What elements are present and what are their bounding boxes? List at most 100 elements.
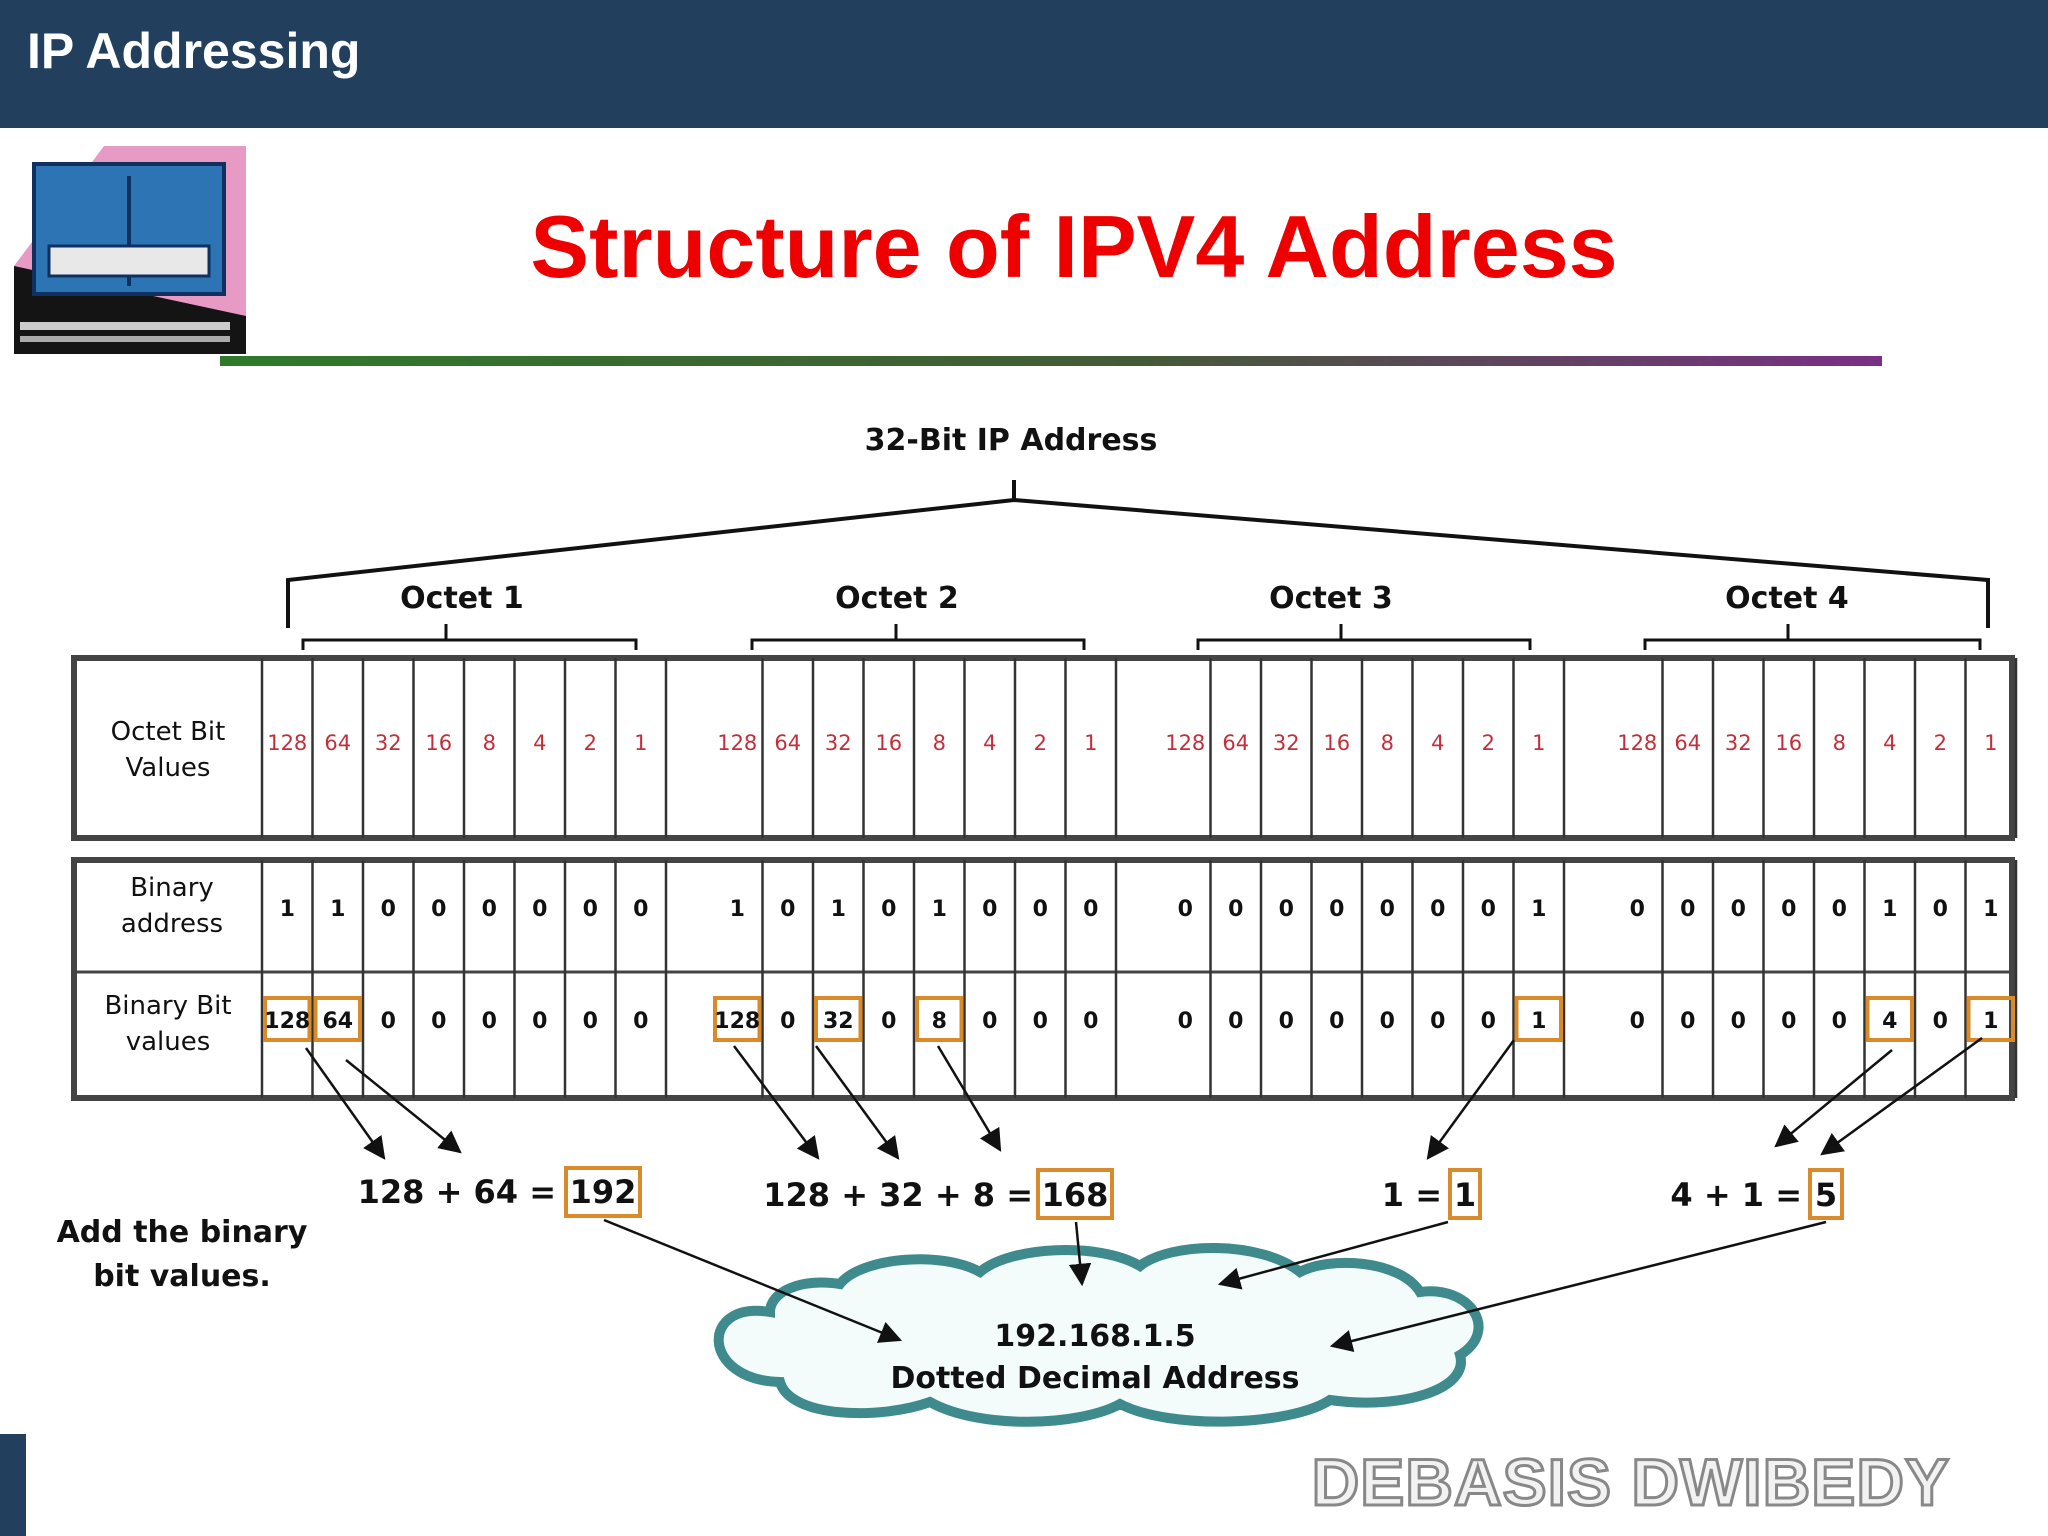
octet-1-binary-2: 1: [330, 897, 345, 922]
octet-1-bit-value-4: 16: [425, 731, 452, 755]
header-title: IP Addressing: [27, 23, 361, 79]
octet-3-bit-bit-value-7: 0: [1481, 1009, 1496, 1034]
octet-2-bit-value-3: 32: [825, 731, 852, 755]
octet-3-bit-value-6: 4: [1431, 731, 1444, 755]
octet-4-highlight-box-6: [1865, 996, 1914, 1042]
octet-2-highlight-box-3: [814, 996, 863, 1042]
octet-2-bit-bit-value-8: 0: [1083, 1009, 1098, 1034]
octet-3-binary-2: 0: [1228, 897, 1243, 922]
bit-cells: 1281128641643200160080040020010012811286…: [263, 731, 2015, 1042]
octet-1-highlight-box-2: [313, 996, 362, 1042]
octet-1-binary-8: 0: [633, 897, 648, 922]
octet-4-binary-1: 0: [1630, 897, 1645, 922]
octet-4-bit-value-2: 64: [1674, 731, 1701, 755]
octet-4-bit-value-7: 2: [1934, 731, 1947, 755]
octet-2-binary-4: 0: [881, 897, 896, 922]
note-line-2: bit values.: [93, 1259, 271, 1294]
octet-3-binary-7: 0: [1481, 897, 1496, 922]
octet-3-binary-1: 0: [1178, 897, 1193, 922]
octet-1-label: Octet 1: [400, 581, 524, 616]
logo: [14, 146, 246, 354]
octet-1-binary-1: 1: [280, 897, 295, 922]
octet-2-bit-bit-value-2: 0: [780, 1009, 795, 1034]
octet-1-binary-4: 0: [431, 897, 446, 922]
octet-1-sum-expr: 128 + 64 =: [358, 1173, 556, 1211]
result-cloud: [713, 1243, 1484, 1427]
octet-3-highlight-box-8: [1514, 996, 1563, 1042]
header-bar: IP Addressing: [0, 0, 2048, 128]
footer-accent-bar: [0, 1434, 26, 1536]
octet-1-binary-5: 0: [482, 897, 497, 922]
octet-2-bit-bit-value-4: 0: [881, 1009, 896, 1034]
octet-4-bit-value-4: 16: [1775, 731, 1802, 755]
octet-1-binary-3: 0: [381, 897, 396, 922]
octet-4-binary-2: 0: [1680, 897, 1695, 922]
octet-4-binary-3: 0: [1731, 897, 1746, 922]
octet-1-highlight-box-1: [263, 996, 312, 1042]
octet-4-sum-expr: 4 + 1 =: [1670, 1176, 1802, 1214]
author-watermark: DEBASIS DWIBEDY: [1310, 1444, 1950, 1521]
octet-2-bit-value-6: 4: [983, 731, 996, 755]
octet-2-binary-3: 1: [831, 897, 846, 922]
octet-2-sum-box: [1036, 1168, 1114, 1220]
octet-4-bit-value-6: 4: [1883, 731, 1896, 755]
octet-3-sum-expr: 1 =: [1382, 1176, 1442, 1214]
octet-3-bit-value-2: 64: [1222, 731, 1249, 755]
octet-3-bit-value-4: 16: [1323, 731, 1350, 755]
octet-2-bit-value-4: 16: [875, 731, 902, 755]
octet-4-bit-bit-value-2: 0: [1680, 1009, 1695, 1034]
octet-2-bit-value-7: 2: [1034, 731, 1047, 755]
octet-3-bit-value-5: 8: [1381, 731, 1394, 755]
row-label-binary-address-2: address: [121, 909, 223, 939]
octet-1-binary-6: 0: [532, 897, 547, 922]
octet-1-bit-bit-value-7: 0: [583, 1009, 598, 1034]
octet-2-bit-bit-value-1: 128: [714, 1009, 760, 1034]
octet-2-highlight-box-5: [915, 996, 964, 1042]
octet-4-bit-bit-value-6: 4: [1882, 1009, 1897, 1034]
row-label-binary-bit-values-2: values: [126, 1027, 211, 1057]
octet-3-sum-box: [1448, 1168, 1482, 1220]
octet-2-binary-8: 0: [1083, 897, 1098, 922]
octet-3-bit-value-8: 1: [1532, 731, 1545, 755]
row-label-octet-bit-values-1: Octet Bit: [111, 717, 226, 747]
octet-2-binary-6: 0: [982, 897, 997, 922]
row-label-binary-address-1: Binary: [130, 873, 214, 903]
octet-3-bit-bit-value-8: 1: [1531, 1009, 1546, 1034]
table-grid: [260, 658, 2018, 1098]
octet-1-sum-result: 192: [570, 1173, 637, 1211]
octet-2-highlight-box-1: [713, 996, 762, 1042]
octet-2-bit-value-2: 64: [774, 731, 801, 755]
octet-2-bit-bit-value-3: 32: [823, 1009, 854, 1034]
octet-1-bit-value-5: 8: [483, 731, 496, 755]
octet-3-label: Octet 3: [1269, 581, 1393, 616]
octet-1-bit-bit-value-8: 0: [633, 1009, 648, 1034]
octet-1-bit-bit-value-4: 0: [431, 1009, 446, 1034]
octet-3-bit-bit-value-4: 0: [1329, 1009, 1344, 1034]
octet-3-binary-8: 1: [1531, 897, 1546, 922]
octet-4-binary-8: 1: [1983, 897, 1998, 922]
octet-3-binary-6: 0: [1430, 897, 1445, 922]
octet-2-binary-2: 0: [780, 897, 795, 922]
octet-4-binary-5: 0: [1832, 897, 1847, 922]
octet-4-binary-4: 0: [1781, 897, 1796, 922]
octet-4-binary-6: 1: [1882, 897, 1897, 922]
octet-3-bit-bit-value-3: 0: [1279, 1009, 1294, 1034]
octet-4-bit-value-3: 32: [1725, 731, 1752, 755]
octet-3-binary-4: 0: [1329, 897, 1344, 922]
note-line-1: Add the binary: [57, 1215, 308, 1250]
octet-1-bit-value-8: 1: [634, 731, 647, 755]
octet-4-bit-bit-value-8: 1: [1983, 1009, 1998, 1034]
octet-3-bit-bit-value-6: 0: [1430, 1009, 1445, 1034]
address-bracket: [286, 480, 1990, 628]
octet-1-sum-box: [564, 1166, 642, 1218]
octet-2-bit-value-5: 8: [933, 731, 946, 755]
octet-4-bit-value-8: 1: [1984, 731, 1997, 755]
octet-4-bit-value-5: 8: [1833, 731, 1846, 755]
octet-1-bit-value-2: 64: [324, 731, 351, 755]
octet-4-label: Octet 4: [1725, 581, 1849, 616]
octet-2-bit-bit-value-6: 0: [982, 1009, 997, 1034]
binary-table: [71, 857, 2015, 1101]
octet-2-bit-bit-value-7: 0: [1033, 1009, 1048, 1034]
octet-4-bit-bit-value-7: 0: [1933, 1009, 1948, 1034]
octet-2-bit-value-1: 128: [717, 731, 757, 755]
